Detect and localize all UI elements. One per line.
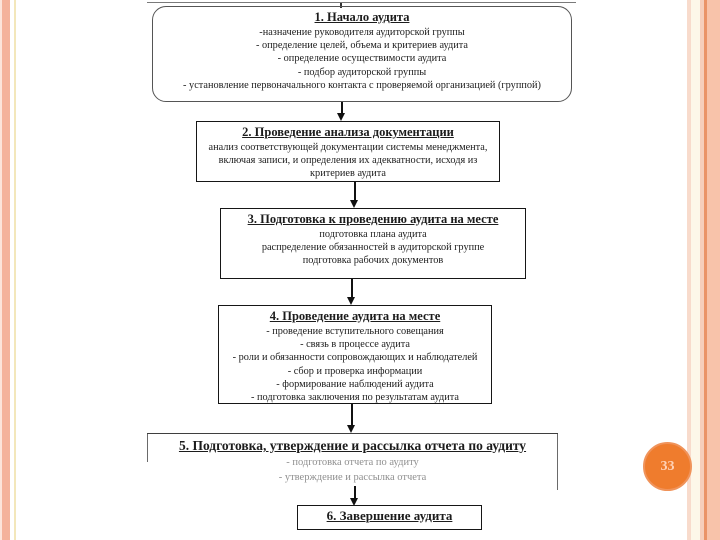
box-title: 2. Проведение анализа документации <box>242 125 454 139</box>
flowchart-box-5-report: 5. Подготовка, утверждение и рассылка от… <box>147 433 558 490</box>
left-stripe-outer <box>0 0 2 540</box>
flowchart-box-2-document-analysis: 2. Проведение анализа документации анали… <box>196 121 500 182</box>
flowchart-box-6-audit-completion: 6. Завершение аудита <box>297 505 482 530</box>
top-divider-rule <box>147 2 576 3</box>
box-title: 3. Подготовка к проведению аудита на мес… <box>247 212 499 226</box>
connector-line-5-6 <box>354 486 356 499</box>
arrowhead-icon <box>347 297 355 305</box>
box-right-border <box>556 434 558 490</box>
box-body: -назначение руководителя аудиторской гру… <box>183 27 541 91</box>
top-connector-stub <box>340 3 342 8</box>
left-stripe-salmon <box>2 0 10 540</box>
right-stripe-pink-inner <box>700 0 704 540</box>
box-title: 5. Подготовка, утверждение и рассылка от… <box>178 438 527 453</box>
flowchart-box-4-onsite-audit: 4. Проведение аудита на месте - проведен… <box>218 305 492 404</box>
flowchart-box-3-onsite-preparation: 3. Подготовка к проведению аудита на мес… <box>220 208 526 279</box>
left-stripe-yellow-line <box>14 0 16 540</box>
connector-line-4-5 <box>351 404 353 426</box>
box-body: - подготовка отчета по аудиту - утвержде… <box>278 457 427 483</box>
arrowhead-icon <box>347 425 355 433</box>
right-stripe-cream <box>691 0 700 540</box>
box-title: 1. Начало аудита <box>314 10 410 24</box>
page-number: 33 <box>660 458 675 474</box>
right-stripe-salmon <box>707 0 720 540</box>
box-title: 6. Завершение аудита <box>326 508 453 523</box>
box-body: - проведение вступительного совещания - … <box>232 326 478 404</box>
right-stripe-pink <box>687 0 691 540</box>
right-stripe-orange-line <box>704 0 707 540</box>
box-body: анализ соответствующей документации сист… <box>208 142 488 180</box>
flowchart-box-1-audit-start: 1. Начало аудита -назначение руководител… <box>152 6 572 102</box>
box-title: 4. Проведение аудита на месте <box>269 309 441 323</box>
box-left-border <box>147 434 149 462</box>
box-body: подготовка плана аудита распределение об… <box>261 229 485 267</box>
page-number-badge: 33 <box>643 442 692 491</box>
connector-line-2-3 <box>354 182 356 201</box>
arrowhead-icon <box>350 200 358 208</box>
connector-line-1-2 <box>341 102 343 114</box>
arrowhead-icon <box>350 498 358 506</box>
connector-line-3-4 <box>351 279 353 299</box>
arrowhead-icon <box>337 113 345 121</box>
